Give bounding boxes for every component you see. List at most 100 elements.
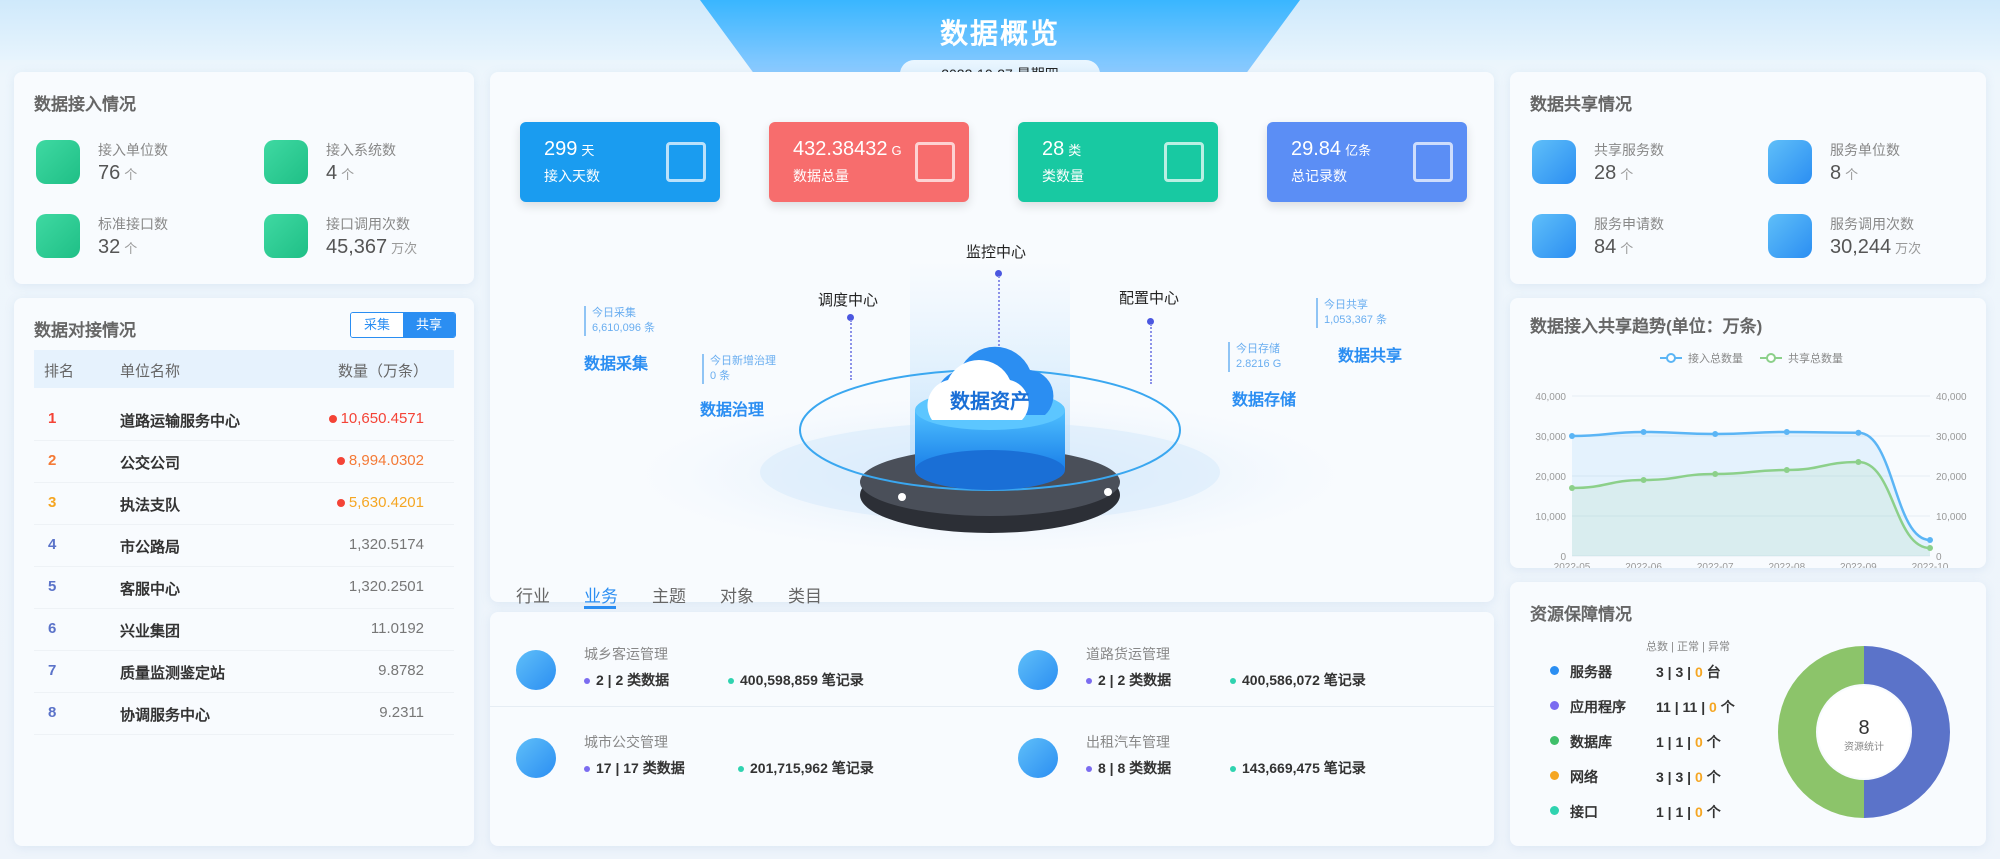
- table-row[interactable]: 1 道路运输服务中心 10,650.4571: [34, 398, 454, 441]
- col-value: 数量（万条）: [337, 363, 428, 380]
- resources-header: 总数 | 正常 | 异常: [1646, 641, 1730, 653]
- building-icon: [1532, 140, 1576, 184]
- donut-slice: [1778, 646, 1864, 818]
- tab-industry[interactable]: 行业: [516, 587, 550, 606]
- card-label: 数据总量: [793, 168, 849, 184]
- list-item[interactable]: 道路货运管理 2 | 2 类数据 400,586,072 笔记录: [1018, 636, 1498, 706]
- list-item[interactable]: 出租汽车管理 8 | 8 类数据 143,669,475 笔记录: [1018, 724, 1498, 794]
- legend-dot: [1550, 771, 1559, 780]
- toggle-collect[interactable]: 采集: [351, 313, 403, 337]
- node-monitor[interactable]: 监控中心: [966, 244, 1027, 261]
- item-records: 201,715,962 笔记录: [738, 758, 874, 778]
- panel-title: 数据对接情况: [34, 321, 136, 340]
- y-tick-label: 20,000: [1535, 472, 1566, 483]
- unit-value: 9.2311: [379, 704, 424, 721]
- item-stats: 2 | 2 类数据: [584, 670, 669, 690]
- unit-name: 市公路局: [120, 539, 181, 556]
- y-tick-label-right: 20,000: [1936, 472, 1967, 483]
- x-tick-label: 2022-05: [1554, 562, 1591, 568]
- panel-title: 数据共享情况: [1530, 95, 1632, 114]
- folder-icon: [1018, 738, 1058, 778]
- item-stats: 17 | 17 类数据: [584, 758, 685, 778]
- table-row[interactable]: 3 执法支队 5,630.4201: [34, 482, 454, 525]
- y-tick-label-right: 30,000: [1936, 432, 1967, 443]
- tab-business[interactable]: 业务: [584, 587, 618, 606]
- node-line: [850, 320, 852, 380]
- rank: 1: [48, 410, 57, 427]
- stat-label: 服务单位数: [1830, 142, 1900, 158]
- node-config[interactable]: 配置中心: [1119, 290, 1180, 307]
- data-asset-diagram: 数据资产: [630, 260, 1350, 555]
- panel-title: 资源保障情况: [1530, 605, 1632, 624]
- rank: 4: [48, 536, 57, 553]
- col-name: 单位名称: [120, 363, 181, 380]
- side-node-store[interactable]: 数据存储: [1232, 392, 1297, 409]
- x-tick-label: 2022-10: [1912, 562, 1949, 568]
- node-dot: [995, 270, 1002, 277]
- node-dispatch[interactable]: 调度中心: [818, 292, 879, 309]
- folder-icon: [516, 738, 556, 778]
- side-node-collect[interactable]: 数据采集: [584, 356, 649, 373]
- data-point: [1783, 429, 1790, 435]
- list-item[interactable]: 城市公交管理 17 | 17 类数据 201,715,962 笔记录: [516, 724, 996, 794]
- building-icon: [36, 140, 80, 184]
- panel-title: 数据接入共享趋势(单位：万条): [1530, 317, 1763, 336]
- rank: 6: [48, 620, 57, 637]
- resource-name: 应用程序: [1570, 699, 1626, 715]
- card-label: 类数量: [1042, 168, 1084, 184]
- legend-dot: [1550, 701, 1559, 710]
- legend-marker: [1666, 353, 1676, 363]
- data-point: [1927, 545, 1933, 551]
- list-item[interactable]: 城乡客运管理 2 | 2 类数据 400,598,859 笔记录: [516, 636, 996, 706]
- unit-name: 质量监测鉴定站: [120, 665, 226, 682]
- tab-object[interactable]: 对象: [720, 587, 754, 606]
- folder-icon: [1018, 650, 1058, 690]
- y-tick-label: 40,000: [1535, 392, 1566, 403]
- resource-counts: 3 | 3 | 0 个: [1656, 769, 1721, 785]
- rank: 2: [48, 452, 57, 469]
- data-point: [1783, 467, 1790, 473]
- cloud-icon: [927, 359, 1029, 420]
- table-row[interactable]: 8 协调服务中心 9.2311: [34, 692, 454, 735]
- cylinder-bottom: [915, 450, 1065, 490]
- unit-name: 兴业集团: [120, 623, 181, 640]
- table-row[interactable]: 6 兴业集团 11.0192: [34, 608, 454, 651]
- item-stats: 2 | 2 类数据: [1086, 670, 1171, 690]
- stat-label: 服务调用次数: [1830, 216, 1914, 232]
- table-row[interactable]: 2 公交公司 8,994.0302: [34, 440, 454, 483]
- tab-category[interactable]: 类目: [788, 587, 822, 606]
- table-row[interactable]: 4 市公路局 1,320.5174: [34, 524, 454, 567]
- swap-icon: [1768, 214, 1812, 258]
- legend-label: 共享总数量: [1788, 351, 1843, 365]
- node-dot: [1147, 318, 1154, 325]
- chart-icon: [915, 142, 955, 182]
- y-tick-label: 10,000: [1535, 512, 1566, 523]
- table-row[interactable]: 7 质量监测鉴定站 9.8782: [34, 650, 454, 693]
- table-row[interactable]: 5 客服中心 1,320.2501: [34, 566, 454, 609]
- side-node-govern[interactable]: 数据治理: [700, 402, 765, 419]
- node-line: [1150, 324, 1152, 384]
- x-tick-label: 2022-06: [1625, 562, 1662, 568]
- node-dot: [847, 314, 854, 321]
- resource-name: 数据库: [1570, 734, 1612, 750]
- toggle-share[interactable]: 共享: [403, 313, 455, 337]
- tab-theme[interactable]: 主题: [652, 587, 686, 606]
- side-node-share[interactable]: 数据共享: [1338, 348, 1403, 365]
